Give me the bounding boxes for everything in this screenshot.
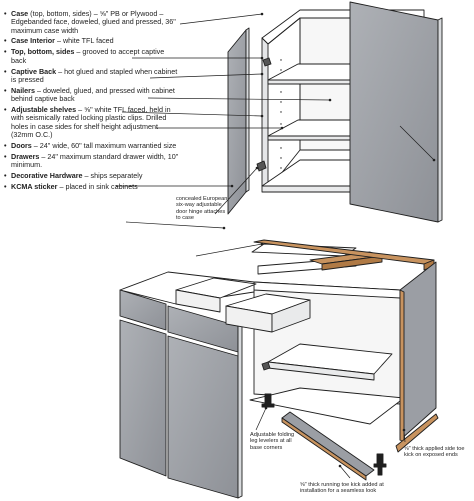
feature-term: Drawers [11, 151, 40, 161]
door-edge [237, 323, 243, 499]
leg-leveler-1 [261, 393, 275, 408]
bullet-icon: • [4, 47, 7, 57]
feature-term: Nailers [11, 85, 35, 95]
feature-text: – hot glued and stapled when cabinet is … [11, 66, 178, 84]
feature-adjustable-shelves: • Adjustable shelves – ⅝" white TFL faced… [4, 104, 180, 139]
callout-running-toe-kick: ⅝" thick running toe kick added at insta… [300, 482, 384, 495]
shelf-pin-holes [280, 59, 282, 169]
feature-captive-back: • Captive Back – hot glued and stapled wh… [4, 66, 180, 85]
callout-side-toe-kick: ⅝" thick applied side toe kick on expose… [404, 446, 465, 459]
hinge-lower [256, 160, 267, 172]
callout-hinge: concealed European six-way adjustable do… [176, 196, 228, 222]
feature-text: – 24" wide, 60" tall maximum warrantied … [31, 140, 177, 150]
bullet-icon: • [4, 140, 7, 150]
feature-text: – ships separately [82, 170, 143, 180]
drawer-front-left [119, 289, 167, 331]
drawer-box-2-end [271, 299, 311, 333]
feature-doors: • Doors – 24" wide, 60" tall maximum warr… [4, 140, 180, 150]
bullet-icon: • [4, 36, 7, 46]
feature-term: KCMA sticker [11, 181, 58, 191]
feature-text: (top, bottom, sides) – ⅝" PB or Plywood … [11, 9, 176, 35]
feature-text: – white TFL faced [54, 36, 114, 46]
top-nailer-back [251, 243, 357, 257]
upper-door-right [349, 1, 439, 223]
bullet-icon: • [4, 181, 7, 191]
feature-text: – ⅝" white TFL faced, held in with seism… [11, 104, 171, 139]
bullet-icon: • [4, 104, 7, 114]
feature-list: • Case (top, bottom, sides) – ⅝" PB or Pl… [4, 9, 180, 194]
bullet-icon: • [4, 85, 7, 95]
feature-text: – grooved to accept captive back [11, 47, 165, 65]
feature-term: Decorative Hardware [11, 170, 83, 180]
feature-text: – placed in sink cabinets [57, 181, 138, 191]
hinge-upper [262, 57, 272, 67]
wood-rail-1-face [321, 255, 383, 271]
upper-door-left [227, 29, 247, 215]
callout-leg-levelers: Adjustable folding leg levelers at all b… [250, 432, 295, 451]
feature-text: – doweled, glued, and pressed with cabin… [11, 85, 175, 104]
upper-door-left-edge [245, 27, 250, 193]
feature-term: Case Interior [11, 36, 55, 46]
bullet-icon: • [4, 9, 7, 18]
feature-term: Captive Back [11, 66, 57, 76]
base-hinge-1 [261, 361, 271, 371]
side-toe-kick [395, 413, 439, 453]
feature-case: • Case (top, bottom, sides) – ⅝" PB or Pl… [4, 9, 180, 35]
feature-term: Case [11, 9, 29, 18]
bullet-icon: • [4, 151, 7, 161]
feature-kcma-sticker: • KCMA sticker – placed in sink cabinets [4, 181, 180, 191]
feature-nailers: • Nailers – doweled, glued, and pressed w… [4, 85, 180, 104]
base-cabinet [119, 239, 439, 499]
leader-lines [116, 13, 435, 479]
leader-dots [222, 12, 436, 468]
running-toe-kick-edge [281, 417, 367, 481]
base-case-side-right [399, 261, 437, 441]
feature-term: Top, bottom, sides [11, 47, 75, 57]
base-case-side-right-edge [399, 289, 405, 443]
feature-decorative-hardware: • Decorative Hardware – ships separately [4, 170, 180, 180]
base-door-right [167, 335, 239, 499]
drawer-box-1-side [175, 289, 221, 313]
feature-drawers: • Drawers – 24" maximum standard drawer w… [4, 151, 180, 170]
feature-term: Adjustable shelves [11, 104, 77, 114]
base-door-left [119, 319, 167, 477]
bullet-icon: • [4, 170, 7, 180]
feature-top-bottom-sides: • Top, bottom, sides – grooved to accept … [4, 48, 180, 65]
feature-text: – 24" maximum standard drawer width, 10"… [11, 151, 179, 169]
upper-cabinet [227, 1, 443, 223]
feature-case-interior: • Case Interior – white TFL faced [4, 36, 180, 46]
leg-leveler-2 [373, 453, 387, 476]
bullet-icon: • [4, 66, 7, 76]
upper-door-right-edge [437, 17, 443, 223]
feature-term: Doors [11, 140, 32, 150]
